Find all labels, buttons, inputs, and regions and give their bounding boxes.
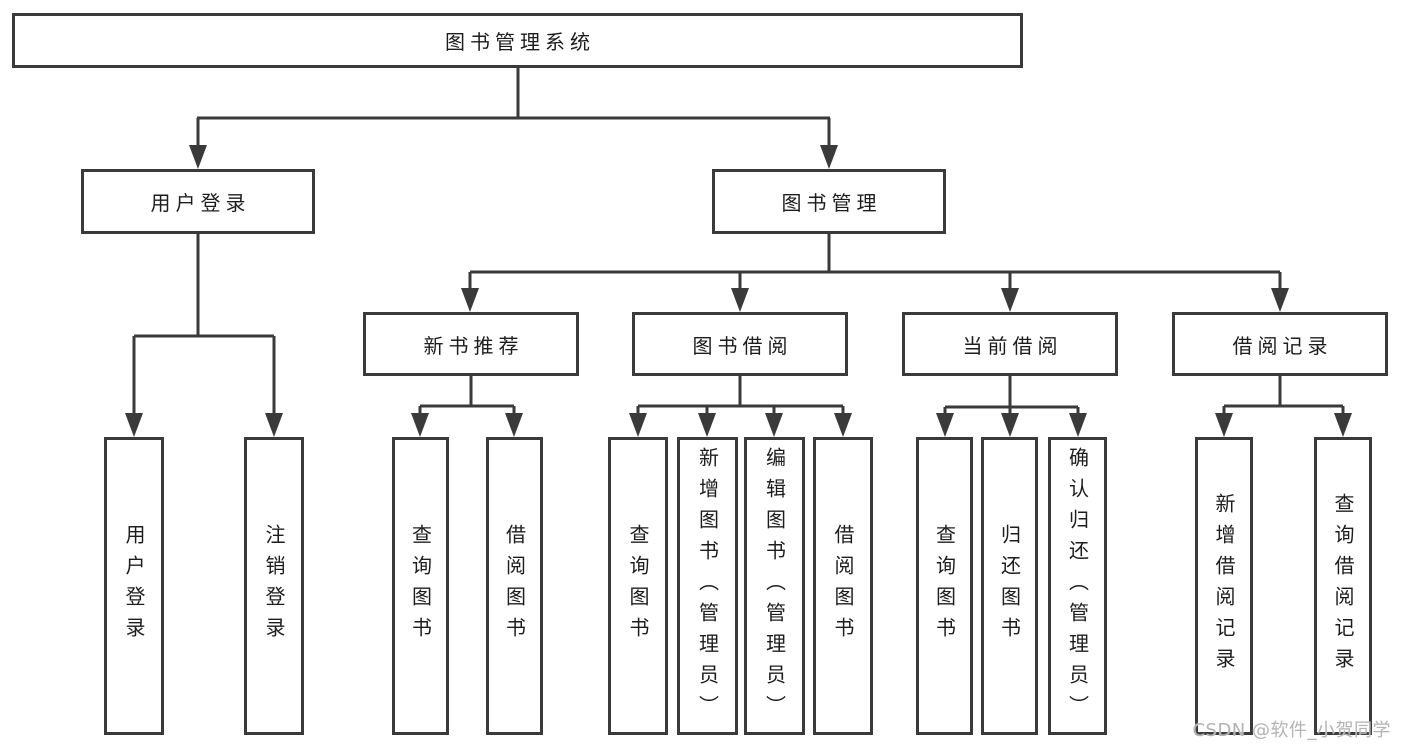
node-new-book-recommend: 新书推荐 <box>363 312 579 376</box>
node-book-management: 图书管理 <box>712 169 946 234</box>
leaf-newbooks-query-books: 查询图书 <box>392 437 449 735</box>
leaf-current-return-books: 归还图书 <box>981 437 1038 735</box>
node-current-borrow: 当前借阅 <box>902 312 1118 376</box>
node-library-management-system: 图书管理系统 <box>12 13 1023 68</box>
leaf-newbooks-borrow-books: 借阅图书 <box>486 437 543 735</box>
leaf-current-confirm-return-admin: 确认归还（管理员） <box>1048 437 1107 735</box>
leaf-logout: 注销登录 <box>244 437 304 735</box>
leaf-records-add-record: 新增借阅记录 <box>1195 437 1253 735</box>
leaf-records-query-record: 查询借阅记录 <box>1314 437 1372 735</box>
leaf-borrow-query-books: 查询图书 <box>608 437 668 735</box>
node-user-login: 用户登录 <box>81 169 315 234</box>
node-borrow-records: 借阅记录 <box>1172 312 1388 376</box>
csdn-watermark: CSDN @软件_小贺同学 <box>1192 720 1391 741</box>
leaf-borrow-borrow-books: 借阅图书 <box>813 437 873 735</box>
leaf-user-login: 用户登录 <box>104 437 164 735</box>
wire-bookborrow-to-leaves <box>629 376 852 437</box>
wire-newbooks-to-leaves <box>411 376 523 437</box>
leaf-borrow-add-books-admin: 新增图书（管理员） <box>677 437 738 735</box>
leaf-current-query-books: 查询图书 <box>916 437 973 735</box>
wire-records-to-leaves <box>1215 376 1352 437</box>
wire-bookmgmt-to-level3 <box>461 234 1289 312</box>
wire-login-to-leaves <box>125 234 283 437</box>
node-book-borrow: 图书借阅 <box>632 312 848 376</box>
wire-root-to-level2 <box>189 68 838 169</box>
wire-currentborrow-to-leaves <box>936 376 1087 437</box>
leaf-borrow-edit-books-admin: 编辑图书（管理员） <box>744 437 805 735</box>
